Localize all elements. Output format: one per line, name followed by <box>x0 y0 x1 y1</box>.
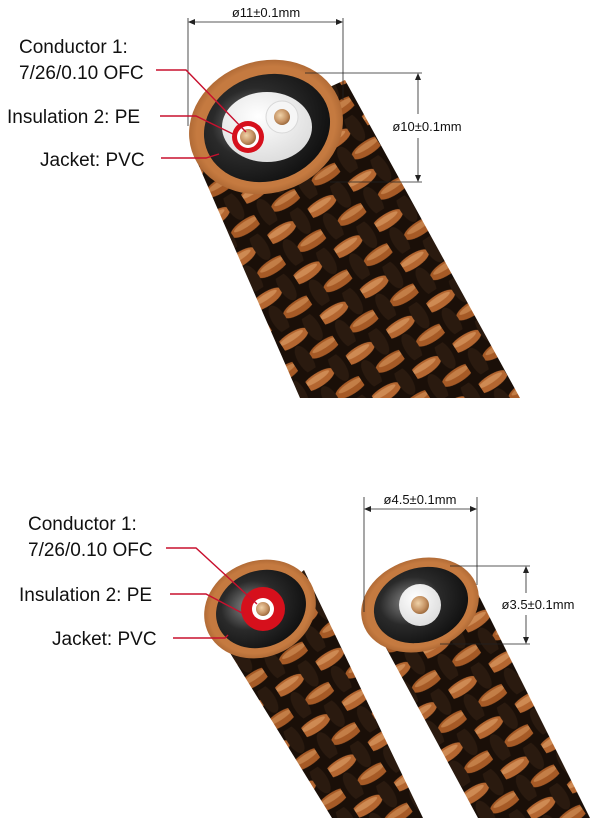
top-inner-dimension <box>305 72 422 183</box>
bottom-left-conductor <box>256 602 270 616</box>
top-conductor-a <box>240 129 256 145</box>
bottom-conductor-label-2: 7/26/0.10 OFC <box>28 540 153 561</box>
bottom-outer-dimension <box>363 497 478 612</box>
top-conductor-label-1: Conductor 1: <box>19 37 128 58</box>
bottom-outer-diameter-label: ø4.5±0.1mm <box>384 492 457 507</box>
top-white-insulation <box>222 92 312 162</box>
top-jacket-label: Jacket: PVC <box>40 150 145 171</box>
top-conductor-leader <box>156 69 247 133</box>
top-cable <box>189 59 520 398</box>
bottom-jacket-label: Jacket: PVC <box>52 629 157 650</box>
bottom-insulation-leader <box>170 593 245 615</box>
bottom-jacket-leader <box>173 634 229 639</box>
bottom-left-cable <box>204 559 423 818</box>
bottom-inner-diameter-label: ø3.5±0.1mm <box>502 597 575 612</box>
top-outer-diameter-label: ø11±0.1mm <box>232 5 300 20</box>
bottom-right-cable <box>361 557 590 818</box>
top-conductor-label-2: 7/26/0.10 OFC <box>19 63 144 84</box>
top-inner-diameter-label: ø10±0.1mm <box>392 119 461 134</box>
top-insulation-leader <box>160 115 234 135</box>
bottom-conductor-label-1: Conductor 1: <box>28 514 137 535</box>
top-insulation-label: Insulation 2: PE <box>7 107 140 128</box>
bottom-inner-dimension <box>440 565 530 645</box>
bottom-right-conductor <box>411 596 429 614</box>
bottom-insulation-label: Insulation 2: PE <box>19 585 152 606</box>
bottom-conductor-leader <box>166 547 258 605</box>
top-conductor-b <box>274 109 290 125</box>
top-jacket-leader <box>161 153 220 159</box>
